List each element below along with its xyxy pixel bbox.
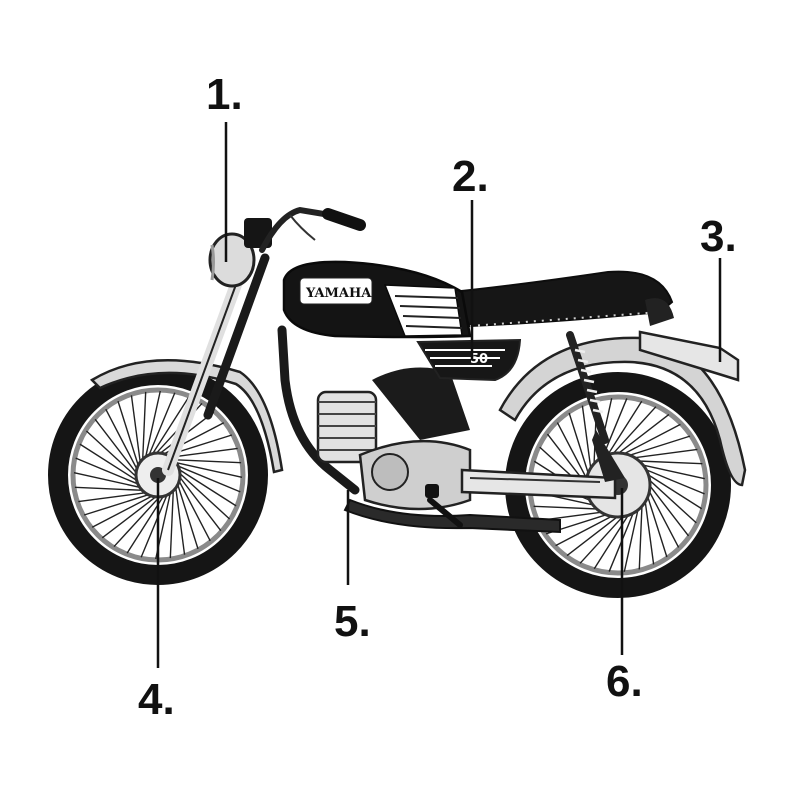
- spoke: [174, 481, 186, 555]
- spoke: [79, 443, 143, 485]
- kickstand: [427, 497, 463, 528]
- spoke: [643, 474, 697, 524]
- side-badge: 50: [470, 352, 488, 367]
- spoke: [555, 512, 619, 547]
- spoke: [631, 460, 703, 465]
- tank-emblem: [299, 277, 373, 305]
- engine: [316, 367, 472, 511]
- spoke: [641, 470, 703, 510]
- rear-mudguard: [498, 336, 747, 487]
- engine-cover: [371, 453, 409, 491]
- spoke: [130, 395, 142, 469]
- spoke: [169, 483, 175, 559]
- spoke: [94, 418, 141, 479]
- spoke: [612, 413, 670, 458]
- callout-1: 1.: [206, 70, 243, 119]
- engine-shadow: [372, 367, 470, 440]
- fuel-tank: YAMAHA: [282, 260, 472, 339]
- spoke: [581, 405, 593, 476]
- spoke: [175, 477, 199, 550]
- front-mudguard: [89, 359, 284, 474]
- spoke: [126, 490, 168, 554]
- spoke: [603, 400, 643, 462]
- spoke: [617, 423, 681, 458]
- spoke: [623, 502, 641, 572]
- spoke: [113, 491, 165, 548]
- spoke: [117, 400, 141, 473]
- spoke: [593, 508, 633, 570]
- spoke: [169, 460, 243, 478]
- spoke: [627, 448, 698, 460]
- spoke: [83, 492, 156, 516]
- spoke: [143, 390, 161, 464]
- spoke: [148, 396, 190, 460]
- footpeg: [425, 484, 439, 498]
- spoke: [579, 510, 629, 564]
- spoke: [75, 457, 145, 488]
- spoke: [639, 466, 705, 495]
- spoke: [635, 462, 705, 480]
- callout-2: 2.: [452, 152, 489, 201]
- spoke: [166, 458, 242, 464]
- spoke: [105, 408, 141, 476]
- handlebar: [259, 206, 366, 253]
- spoke: [171, 462, 241, 493]
- callout-3: 3.: [700, 212, 737, 261]
- spoke: [607, 406, 657, 460]
- spoke: [73, 472, 147, 490]
- spoke: [85, 430, 142, 482]
- spoke: [645, 484, 680, 548]
- seat: [450, 270, 674, 328]
- spoke: [556, 422, 591, 486]
- tank-brand: YAMAHA: [305, 286, 372, 301]
- callout-4: 4.: [138, 675, 175, 724]
- spoke: [141, 391, 147, 467]
- spoke: [140, 488, 171, 558]
- rear-shock: [566, 331, 625, 482]
- spoke: [643, 494, 655, 565]
- tail-light: [645, 298, 674, 326]
- swingarm: [460, 468, 617, 500]
- spoke: [91, 492, 159, 528]
- spoke: [175, 471, 222, 532]
- front-fork: [162, 253, 270, 476]
- spoke: [173, 465, 237, 507]
- spoke: [644, 489, 668, 558]
- frame-downtube: [277, 325, 360, 495]
- front-axle: [150, 467, 166, 483]
- spoke: [645, 479, 690, 537]
- spoke: [638, 498, 643, 570]
- handlebar-grip: [322, 208, 366, 231]
- callout-6: 6.: [606, 657, 643, 706]
- spoke: [101, 492, 162, 539]
- spoke: [568, 412, 592, 481]
- spoke: [78, 491, 152, 503]
- spoke: [174, 468, 231, 520]
- spoke: [175, 474, 211, 542]
- callout-5: 5.: [334, 597, 371, 646]
- spoke: [566, 512, 624, 557]
- spoke: [533, 505, 605, 510]
- headlight: [208, 218, 272, 288]
- spoke: [74, 486, 150, 492]
- spoke: [622, 435, 691, 459]
- spoke: [145, 392, 176, 462]
